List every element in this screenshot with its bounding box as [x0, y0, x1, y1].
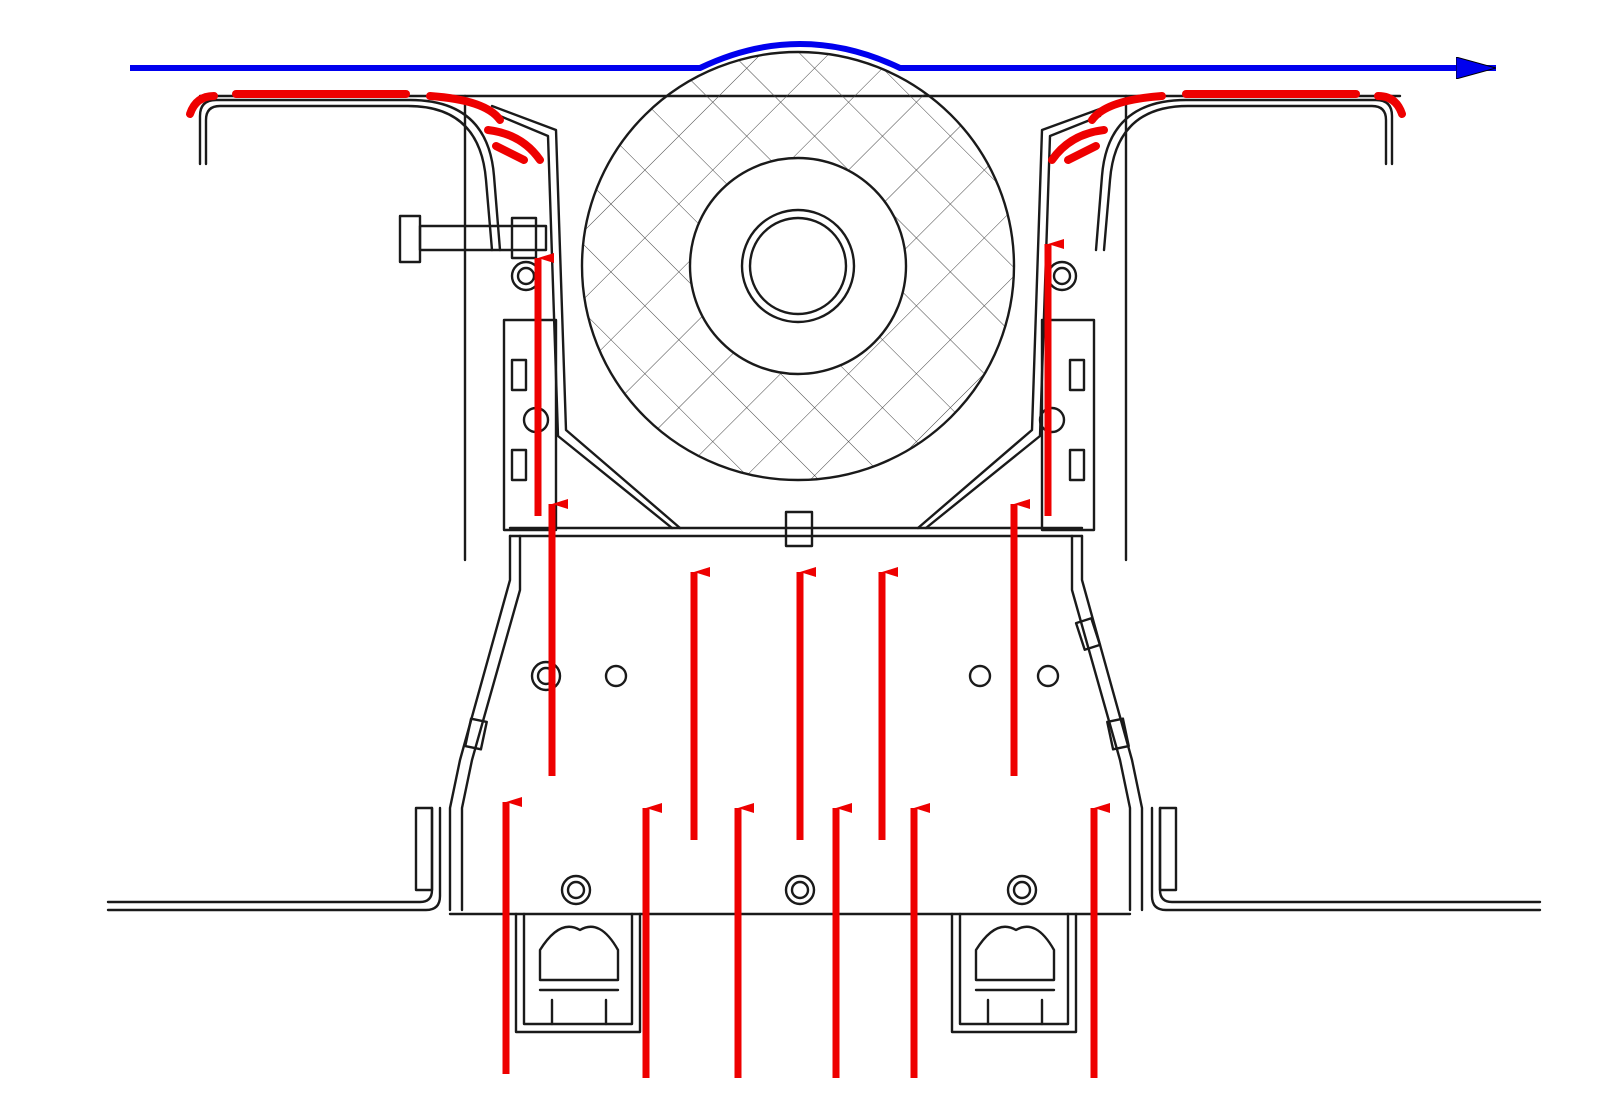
fasteners [530, 660, 1060, 906]
roller-axle [740, 208, 856, 324]
lower-housing [414, 534, 1178, 912]
floor-plates [106, 806, 1542, 916]
bottom-carriages [514, 912, 1078, 1034]
upward-air-arrows [502, 239, 1110, 1078]
right-lip-channel [1094, 98, 1394, 252]
cross-plate [508, 510, 1084, 548]
flow-line [130, 41, 1496, 68]
left-lip-channel [198, 98, 502, 252]
seal-marks [186, 90, 1406, 164]
roller [580, 50, 1016, 482]
